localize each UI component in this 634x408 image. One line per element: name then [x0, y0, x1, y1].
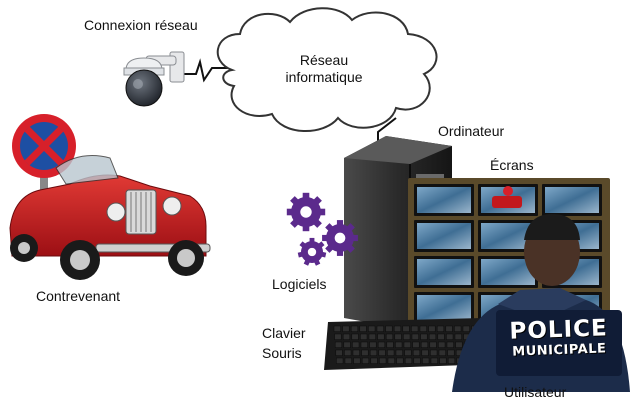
gear-icon — [297, 237, 327, 266]
camera-icon — [123, 51, 185, 107]
network-label-line1: Réseau — [299, 52, 349, 68]
police-officer-icon — [452, 214, 630, 392]
gear-icon — [322, 220, 358, 256]
user-label: Utilisateur — [504, 384, 567, 400]
monitor-screen — [414, 184, 474, 216]
gear-icon — [286, 192, 358, 266]
keyboard-label: Clavier — [262, 325, 306, 341]
no-parking-sign-icon — [12, 114, 76, 204]
software-label: Logiciels — [272, 276, 327, 292]
police-badge: POLICE MUNICIPALE — [497, 308, 621, 374]
badge-line1: POLICE — [509, 315, 609, 345]
gear-icon — [286, 192, 326, 232]
badge-line2: MUNICIPALE — [512, 341, 607, 360]
car-icon — [9, 155, 211, 280]
monitor-screen — [478, 256, 538, 288]
monitor-screen — [414, 220, 474, 252]
network-label: Réseau informatique — [264, 52, 384, 86]
screens-label: Écrans — [490, 157, 534, 173]
monitor-screen — [414, 256, 474, 288]
mouse-label: Souris — [262, 345, 302, 361]
network-label-line2: informatique — [285, 69, 363, 85]
offender-label: Contrevenant — [36, 288, 121, 304]
monitor-screen — [542, 184, 602, 216]
monitor-screen — [478, 184, 538, 216]
monitor-screen — [414, 292, 474, 324]
network-cable — [182, 58, 232, 83]
cloud-icon — [216, 7, 438, 132]
computer-label: Ordinateur — [438, 123, 505, 139]
network-connection-label: Connexion réseau — [84, 17, 198, 33]
